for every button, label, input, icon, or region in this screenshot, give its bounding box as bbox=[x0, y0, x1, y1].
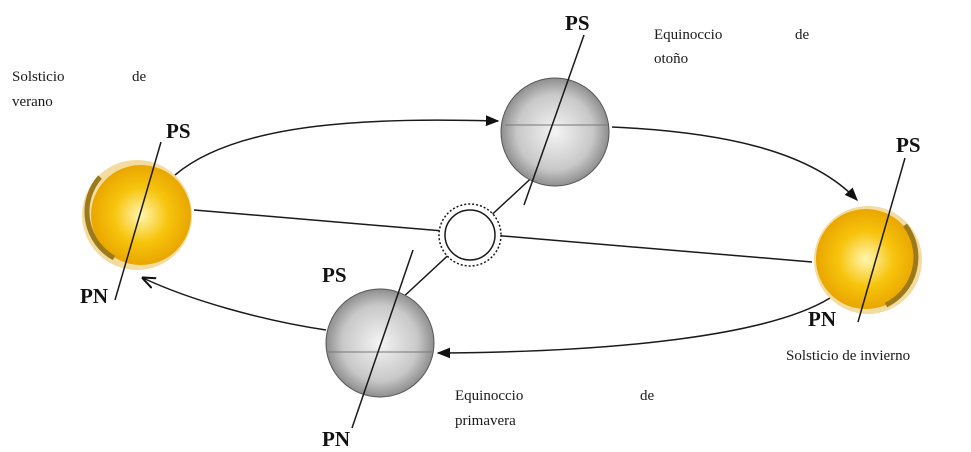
pole-pn-spring: PN bbox=[322, 427, 350, 451]
label-solsticio-verano-de: de bbox=[132, 69, 147, 85]
sun-icon bbox=[439, 204, 501, 266]
pole-pn-summer: PN bbox=[80, 284, 108, 308]
pole-ps-winter: PS bbox=[896, 133, 921, 157]
label-solsticio-verano-2: verano bbox=[12, 94, 53, 110]
label-equinoccio-primavera-1: Equinoccio bbox=[455, 388, 523, 404]
orbit-arc-winter-to-spring bbox=[438, 298, 830, 353]
pole-ps-summer: PS bbox=[166, 119, 191, 143]
orbit-arc-summer-to-autumn bbox=[175, 120, 498, 175]
label-equinoccio-otono-de: de bbox=[795, 27, 810, 43]
label-equinoccio-otono-1: Equinoccio bbox=[654, 27, 722, 43]
pole-ps-autumn: PS bbox=[565, 11, 590, 35]
earth-winter-solstice bbox=[814, 158, 922, 322]
pole-pn-winter: PN bbox=[808, 307, 836, 331]
pole-ps-spring: PS bbox=[322, 263, 347, 287]
label-solsticio-invierno: Solsticio de invierno bbox=[786, 348, 910, 364]
label-equinoccio-otono-2: otoño bbox=[654, 51, 688, 67]
earth-summer-solstice bbox=[82, 142, 192, 300]
label-solsticio-verano-1: Solsticio bbox=[12, 69, 65, 85]
label-equinoccio-primavera-2: primavera bbox=[455, 413, 516, 429]
earth-autumn-equinox bbox=[501, 35, 609, 205]
solstice-line bbox=[194, 210, 812, 262]
orbit-arc-autumn-to-winter bbox=[612, 127, 857, 200]
orbit-arc-spring-to-summer bbox=[143, 278, 326, 330]
label-equinoccio-primavera-de: de bbox=[640, 388, 655, 404]
